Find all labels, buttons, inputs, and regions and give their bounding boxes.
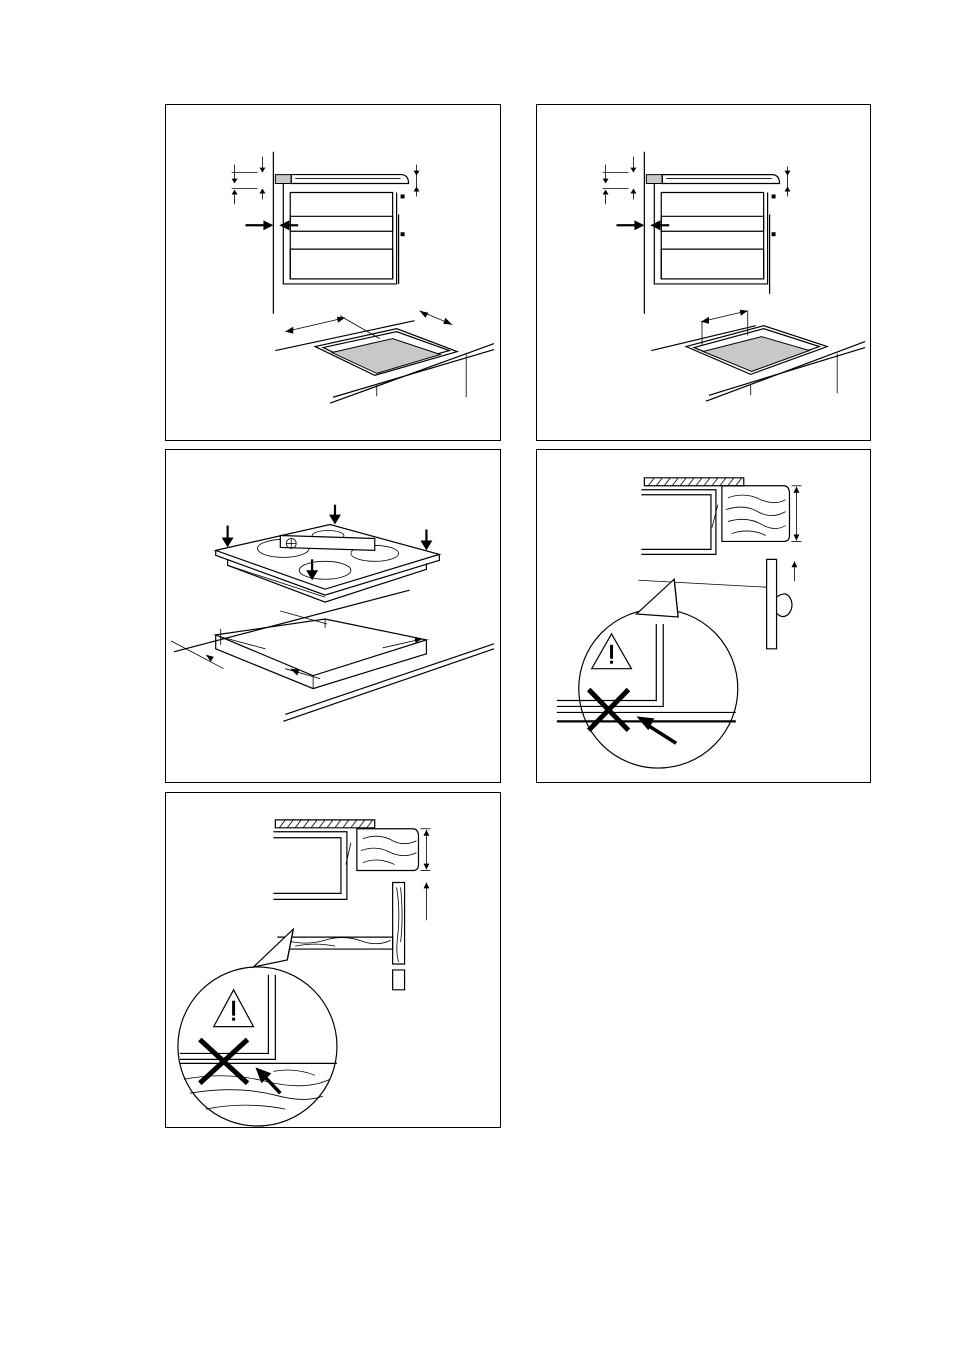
figure-2-illustration	[537, 105, 870, 440]
figure-3-panel	[165, 449, 501, 783]
figure-4-panel	[536, 449, 871, 783]
figure-4-illustration	[537, 450, 870, 782]
figure-1-panel	[165, 104, 501, 441]
figure-5-panel	[165, 792, 501, 1128]
figure-5-illustration	[166, 793, 500, 1127]
figure-1-illustration	[166, 105, 500, 440]
figure-2-panel	[536, 104, 871, 441]
figure-3-illustration	[166, 450, 500, 782]
